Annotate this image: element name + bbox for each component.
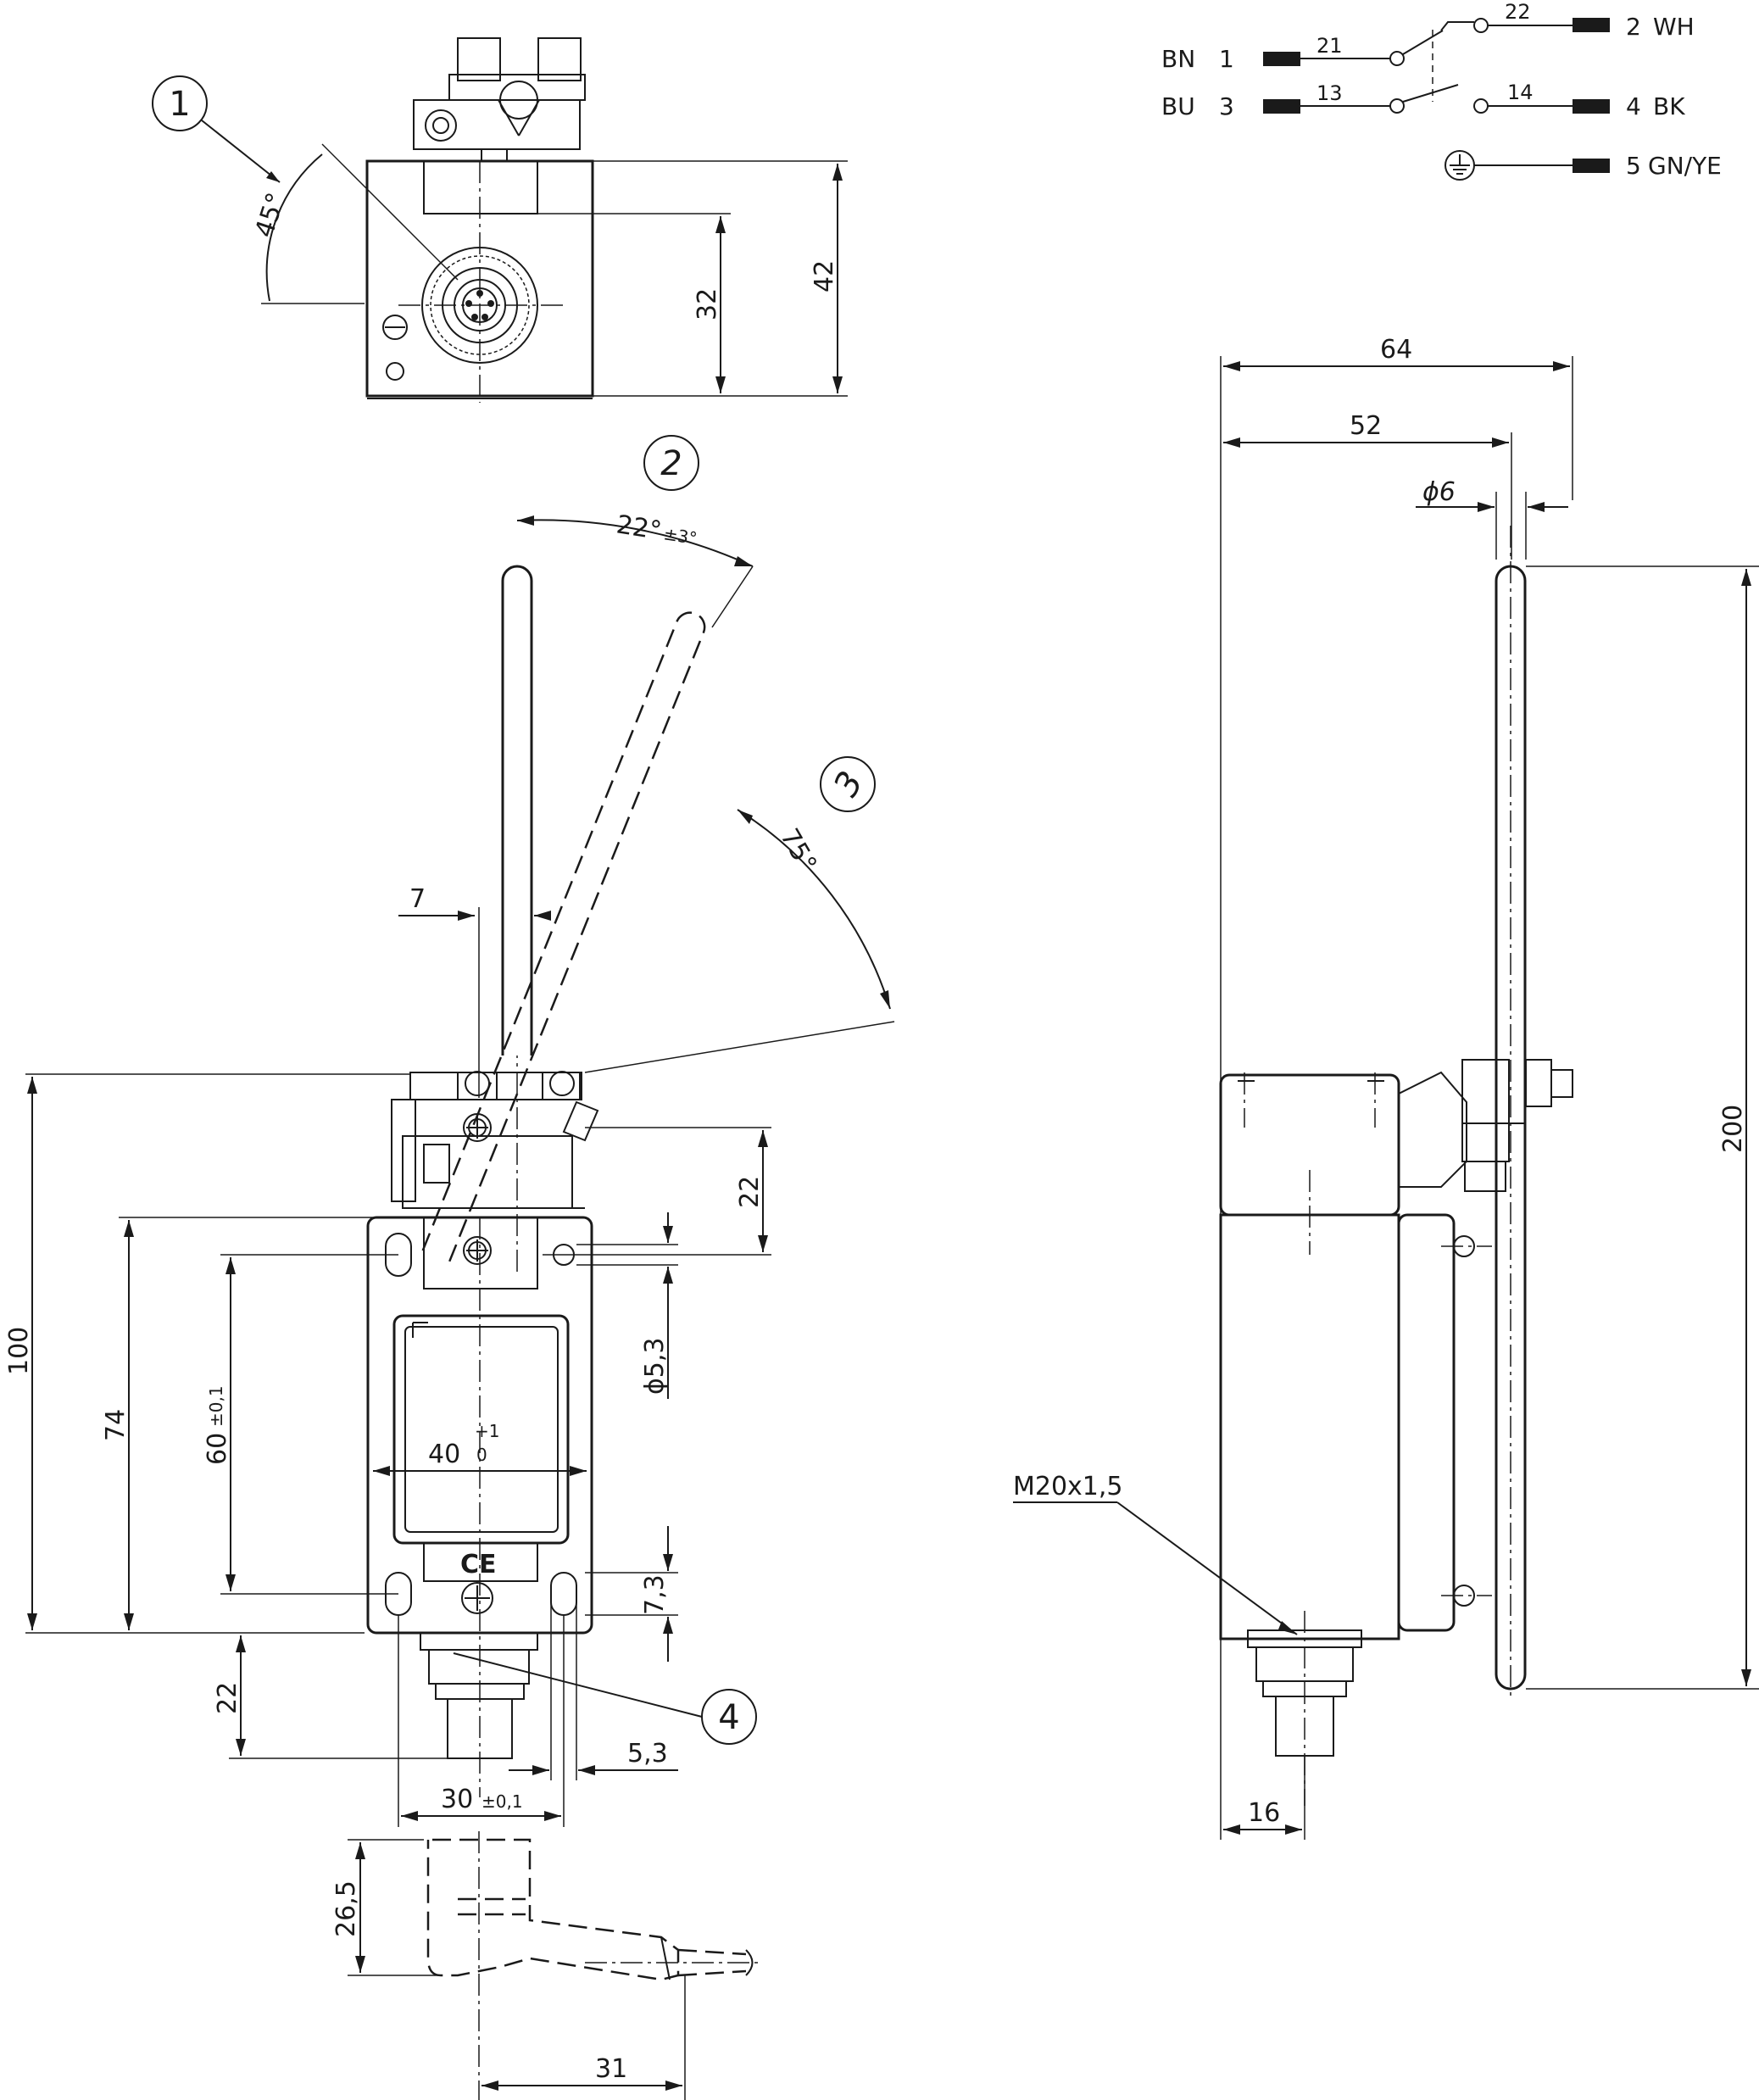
- no-contact-point: [1389, 98, 1405, 114]
- wire-pin-5: 5: [1626, 152, 1641, 180]
- side-view: 64 52 ϕ6 200: [1013, 335, 1759, 1840]
- dim-30-tol: ±0,1: [481, 1791, 523, 1812]
- angled-connector-view: 26,5 31: [331, 1831, 763, 2100]
- lever-rod: [501, 565, 533, 1056]
- dim-30: 30: [441, 1785, 473, 1814]
- dim-40: 40: [428, 1440, 460, 1469]
- dim-hole-dia: ϕ5,3: [640, 1338, 670, 1395]
- angle-arc-75: [737, 809, 891, 1010]
- callout-3: [820, 756, 876, 812]
- dim-64: 64: [1380, 335, 1412, 365]
- dim-200: 200: [1718, 1105, 1748, 1153]
- front-view: 2 22° ±3° 3 75° 7: [4, 435, 895, 1827]
- dim-31: 31: [595, 2054, 627, 2084]
- angle-arc-45: [265, 153, 323, 302]
- ce-mark: CE: [460, 1550, 497, 1579]
- dim-100: 100: [4, 1327, 34, 1375]
- callout-4-label: 4: [718, 1698, 739, 1737]
- thread-label: M20x1,5: [1013, 1472, 1123, 1501]
- dim-60: 60: [203, 1433, 232, 1465]
- angle-45-label: 45°: [249, 189, 292, 241]
- angle-22-label: 22°: [615, 510, 664, 546]
- dim-dia-6: ϕ6: [1422, 477, 1456, 507]
- wire-color-wh: WH: [1653, 13, 1695, 41]
- terminal-pin-3: [1263, 99, 1300, 114]
- contact-13: 13: [1316, 81, 1343, 105]
- dim-60-tol: ±0,1: [206, 1385, 226, 1427]
- dim-32: 32: [693, 288, 722, 320]
- angle-22-tol: ±3°: [662, 523, 699, 549]
- dim-5-3: 5,3: [627, 1739, 668, 1769]
- dim-42: 42: [810, 260, 839, 292]
- callout-1: [152, 75, 208, 131]
- dim-22-lower: 22: [213, 1682, 242, 1714]
- head-side: [1219, 1073, 1400, 1217]
- head-top: [409, 1072, 581, 1100]
- wire-color-bu: BU: [1161, 92, 1195, 120]
- dim-52: 52: [1350, 411, 1382, 441]
- wire-pin-3: 3: [1219, 92, 1234, 120]
- callout-1-label: 1: [169, 85, 190, 124]
- wiring-diagram: BN 1 BU 3 21 13 22 14 2 WH 4 BK 5: [1161, 0, 1722, 181]
- lever-rod-side: [1495, 565, 1527, 1691]
- callout-2: [643, 435, 699, 491]
- angle-arc-22: [516, 519, 754, 567]
- lever-rod-deflected: [421, 611, 706, 1262]
- head-assembly: [413, 99, 581, 150]
- wire-pin-2: 2: [1626, 13, 1641, 41]
- housing-side: [1219, 1213, 1400, 1640]
- callout-3-label: 3: [827, 765, 871, 803]
- contact-21: 21: [1316, 34, 1343, 58]
- terminal-pin-1: [1263, 52, 1300, 66]
- wire-color-bk: BK: [1653, 92, 1685, 120]
- dim-7: 7: [409, 884, 426, 914]
- mounting-hole-slot-br: [550, 1572, 577, 1616]
- contact-14: 14: [1507, 81, 1534, 104]
- top-view: 1 45°: [152, 37, 848, 403]
- dim-7-3: 7,3: [640, 1574, 670, 1615]
- nc-contact-point: [1389, 51, 1405, 66]
- dim-26-5: 26,5: [331, 1880, 361, 1937]
- wire-color-bn: BN: [1161, 45, 1195, 73]
- connector-outline: [426, 1838, 680, 1981]
- terminal-pin-4: [1573, 99, 1610, 114]
- wire-pin-1: 1: [1219, 45, 1234, 73]
- callout-2-label: 2: [660, 444, 682, 483]
- dim-40-tol-lower: 0: [476, 1445, 487, 1465]
- dim-74: 74: [101, 1409, 131, 1441]
- terminal-pin-2: [1573, 18, 1610, 32]
- knurled-ring: [420, 1632, 538, 1651]
- contact-22: 22: [1505, 0, 1531, 24]
- angle-75-label: 75°: [774, 824, 822, 878]
- wire-pin-4: 4: [1626, 92, 1641, 120]
- dim-22-upper: 22: [735, 1176, 765, 1208]
- dim-16: 16: [1248, 1798, 1280, 1828]
- wire-color-gnye: GN/YE: [1648, 152, 1722, 180]
- dim-40-tol-upper: +1: [475, 1421, 499, 1441]
- terminal-pin-5: [1573, 159, 1610, 173]
